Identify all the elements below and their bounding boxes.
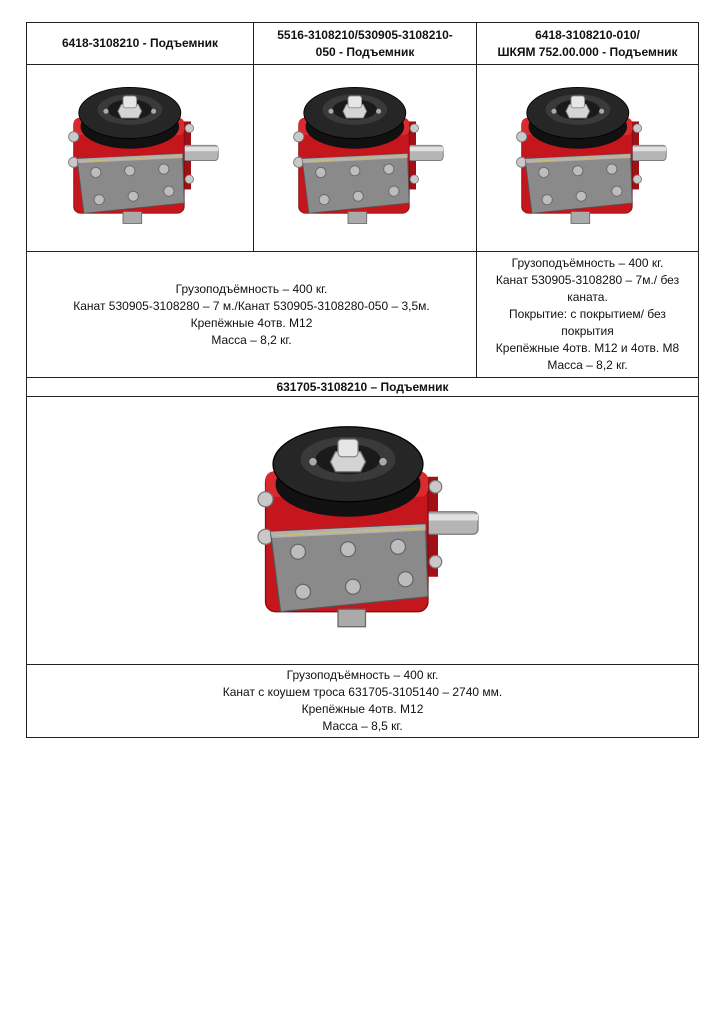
product-image-2 [253, 64, 477, 252]
spec-line: Канат 530905-3108280 – 7 м./Канат 530905… [73, 298, 430, 313]
bottom-product-title: 631705-3108210 – Подъемник [26, 377, 699, 397]
spec-line: Крепёжные 4отв. М12 [301, 702, 424, 716]
product-3-description: Грузоподъёмность – 400 кг. Канат 530905-… [476, 251, 699, 378]
spec-line: Канат 530905-3108280 – 7м./ без [495, 273, 680, 287]
title-line: 050 - Подъемник [315, 44, 415, 59]
hoist-image [238, 403, 488, 658]
hoist-image [503, 70, 673, 246]
title-line: 6418-3108210-010/ [535, 27, 640, 42]
bottom-product-description: Грузоподъёмность – 400 кг. Канат с коуше… [26, 664, 699, 738]
title-line: ШКЯМ 752.00.000 - Подъемник [497, 44, 678, 59]
spec-line: Грузоподъёмность – 400 кг. [511, 256, 664, 270]
products-table: 6418-3108210 - Подъемник 5516-3108210/53… [26, 22, 699, 738]
spec-line: покрытия [561, 324, 614, 338]
product-title-3: 6418-3108210-010/ ШКЯМ 752.00.000 - Подъ… [476, 22, 699, 65]
spec-line: Покрытие: с покрытием/ без [509, 307, 666, 321]
spec-line: Грузоподъёмность – 400 кг. [286, 668, 439, 682]
spec-line: Грузоподъёмность – 400 кг. [175, 281, 328, 296]
spec-line: Масса – 8,2 кг. [211, 332, 292, 347]
title-line: 5516-3108210/530905-3108210- [277, 27, 453, 42]
spec-line: Канат с коушем троса 631705-3105140 – 27… [222, 685, 503, 699]
spec-line: Крепёжные 4отв. М12 и 4отв. М8 [495, 341, 680, 355]
hoist-image [280, 68, 450, 248]
hoist-image [55, 68, 225, 248]
product-title-2: 5516-3108210/530905-3108210- 050 - Подъе… [253, 22, 477, 65]
spec-line: Масса – 8,5 кг. [322, 719, 403, 733]
title-line: 6418-3108210 - Подъемник [61, 36, 219, 50]
spec-line: Крепёжные 4отв. М12 [190, 315, 313, 330]
product-title-1: 6418-3108210 - Подъемник [26, 22, 254, 65]
product-image-1 [26, 64, 254, 252]
spec-line: Масса – 8,2 кг. [547, 358, 628, 372]
spec-line: каната. [567, 290, 608, 304]
product-image-3 [476, 64, 699, 252]
bottom-product-image [26, 396, 699, 665]
shared-description: Грузоподъёмность – 400 кг. Канат 530905-… [26, 251, 477, 378]
